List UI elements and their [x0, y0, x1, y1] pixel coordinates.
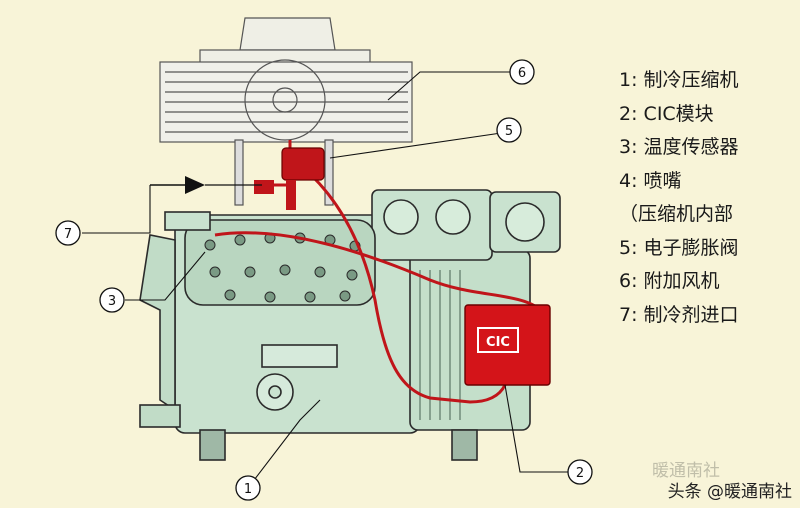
callout-6-label: 6 [518, 66, 526, 81]
legend-item-text: 附加风机 [643, 270, 720, 292]
callout-7: 7 [55, 220, 81, 246]
legend-item-number: 7: [619, 303, 638, 326]
legend-item-number: 6: [619, 270, 638, 292]
callout-7-label: 7 [64, 227, 72, 242]
legend-item-text: CIC模块 [643, 102, 714, 125]
callout-5-label: 5 [505, 124, 513, 139]
legend-item: 4: 喷嘴 [619, 165, 800, 199]
legend-item-number: 5: [619, 236, 638, 259]
legend: 1: 制冷压缩机 2: CIC模块 3: 温度传感器 4: 喷嘴 （压缩机内部 … [619, 64, 800, 332]
legend-item-number: 3: [619, 136, 638, 158]
faded-watermark: 暖通南社 [652, 461, 720, 481]
legend-item-number: 1: [619, 69, 638, 91]
legend-item: 1: 制冷压缩机 [619, 64, 800, 98]
legend-item-text: 制冷压缩机 [643, 69, 739, 91]
callout-3-label: 3 [108, 294, 116, 309]
callout-2: 2 [567, 459, 593, 485]
legend-item: 2: CIC模块 [619, 98, 800, 132]
electronic-expansion-valve [254, 147, 325, 210]
watermark: 头条 @暖通南社 [668, 477, 792, 502]
svg-text:CIC: CIC [486, 335, 510, 350]
refrigerant-inlet-arrow-icon [150, 176, 262, 194]
watermark-handle: @暖通南社 [707, 482, 792, 502]
legend-item-text: 制冷剂进口 [643, 303, 739, 326]
callout-5: 5 [496, 117, 522, 143]
watermark-prefix: 头条 [667, 482, 702, 502]
legend-item-number: 4: [619, 169, 638, 192]
callout-leaders [82, 71, 568, 489]
callout-3: 3 [99, 287, 125, 313]
additional-fan [159, 17, 413, 206]
legend-item-text: 电子膨胀阀 [643, 236, 739, 259]
legend-item-text: （压缩机内部 [619, 203, 734, 225]
callout-2-label: 2 [576, 466, 584, 481]
compressor-diagram: CIC 6 5 7 3 1 2 [55, 17, 593, 501]
legend-item-continuation: （压缩机内部 [619, 198, 800, 232]
callout-1: 1 [235, 475, 261, 501]
legend-item-number: 2: [619, 102, 638, 125]
legend-item: 6: 附加风机 [619, 265, 800, 299]
cic-module: CIC [464, 304, 551, 386]
callout-6: 6 [509, 59, 535, 85]
legend-item: 3: 温度传感器 [619, 131, 800, 165]
legend-item-text: 喷嘴 [643, 169, 682, 192]
legend-item: 5: 电子膨胀阀 [619, 232, 800, 266]
legend-item-text: 温度传感器 [643, 136, 739, 158]
callout-1-label: 1 [244, 482, 252, 497]
legend-item: 7: 制冷剂进口 [619, 299, 800, 333]
